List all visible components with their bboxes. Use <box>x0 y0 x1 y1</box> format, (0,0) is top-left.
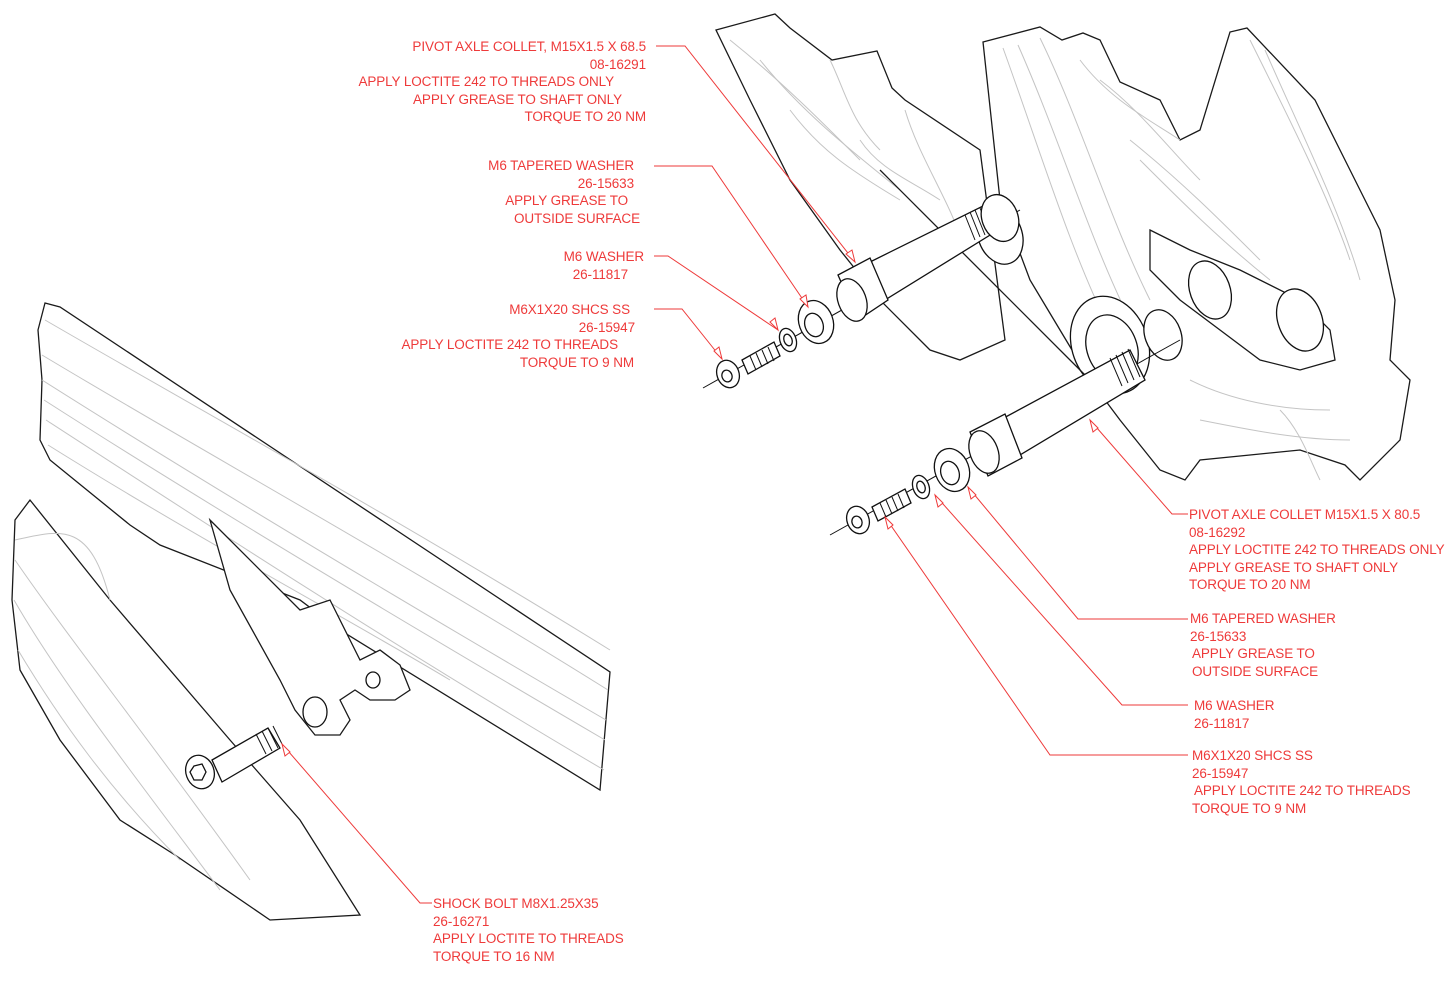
callout-line: SHOCK BOLT M8X1.25X35 <box>433 896 599 911</box>
shock-bolt <box>184 725 283 790</box>
lower-hardware-stack <box>829 339 1181 536</box>
callout-lower-washer: M6 WASHER 26-11817 <box>1194 697 1274 732</box>
callout-shock-bolt: SHOCK BOLT M8X1.25X35 26-16271 APPLY LOC… <box>433 895 624 965</box>
shock-mount-lug <box>208 517 411 736</box>
upper-screw-shank <box>741 341 781 375</box>
callout-line: APPLY LOCTITE TO THREADS <box>433 931 624 947</box>
callout-line: 26-15947 <box>1192 765 1249 781</box>
callout-line: 26-11817 <box>572 266 628 282</box>
callout-line: M6 WASHER <box>1194 698 1275 713</box>
callout-lower-screw: M6X1X20 SHCS SS 26-15947 APPLY LOCTITE 2… <box>1192 747 1411 817</box>
callout-line: APPLY GREASE TO SHAFT ONLY <box>413 91 622 107</box>
callout-upper-collet: PIVOT AXLE COLLET, M15X1.5 X 68.5 08-162… <box>358 38 646 126</box>
leader-upper-tapered-washer <box>654 165 809 308</box>
callout-line: M6 TAPERED WASHER <box>1190 611 1336 626</box>
callout-line: TORQUE TO 16 NM <box>433 948 555 964</box>
callout-line: TORQUE TO 20 NM <box>524 109 646 125</box>
rocker-link-bore <box>1187 260 1233 320</box>
lower-screw-shank <box>871 488 912 522</box>
callout-line: M6X1X20 SHCS SS <box>1192 748 1313 763</box>
upper-collet-head <box>980 193 1020 243</box>
leader-upper-screw <box>654 308 723 360</box>
callout-lower-collet: PIVOT AXLE COLLET M15X1.5 X 80.5 08-1629… <box>1189 506 1445 594</box>
callout-line: 08-16291 <box>589 56 646 72</box>
callout-lower-tapered-washer: M6 TAPERED WASHER 26-15633 APPLY GREASE … <box>1190 610 1336 680</box>
lower-collet-nut <box>968 430 1000 474</box>
callout-upper-washer: M6 WASHER 26-11817 <box>564 248 644 283</box>
leader-lower-screw <box>884 516 1188 756</box>
leader-upper-washer <box>654 255 779 331</box>
upper-collet-nut <box>836 278 868 322</box>
callout-line: 26-15633 <box>1190 628 1247 644</box>
callout-line: TORQUE TO 20 NM <box>1189 577 1311 593</box>
callout-line: M6X1X20 SHCS SS <box>509 302 630 317</box>
callout-line: TORQUE TO 9 NM <box>1192 800 1307 816</box>
shock-mount-bore-1 <box>302 696 328 728</box>
lower-pivot-bore <box>1143 309 1183 361</box>
leader-lower-tapered-washer <box>967 486 1188 620</box>
callout-line: TORQUE TO 9 NM <box>519 354 634 370</box>
leader-lower-washer <box>934 494 1188 706</box>
callout-line: 26-15947 <box>578 319 635 335</box>
callout-line: OUTSIDE SURFACE <box>1192 663 1319 679</box>
callout-line: APPLY LOCTITE 242 TO THREADS <box>1194 783 1411 799</box>
leader-lines <box>281 45 1188 904</box>
callout-line: APPLY GREASE TO <box>505 193 628 209</box>
callout-line: M6 WASHER <box>563 249 644 264</box>
shock-mount-bore-2 <box>365 671 381 689</box>
callout-line: PIVOT AXLE COLLET, M15X1.5 X 68.5 <box>412 39 646 54</box>
callout-line: 26-15633 <box>577 175 634 191</box>
callout-line: APPLY LOCTITE 242 TO THREADS ONLY <box>358 74 614 90</box>
callout-line: PIVOT AXLE COLLET M15X1.5 X 80.5 <box>1189 507 1421 522</box>
callout-line: 08-16292 <box>1189 524 1246 540</box>
callout-line: 26-16271 <box>433 913 490 929</box>
leader-lower-collet <box>1089 419 1188 515</box>
upper-hardware-stack <box>702 193 1021 389</box>
left-frame <box>11 302 611 921</box>
shock-bolt-shank <box>211 727 281 783</box>
leader-shock-bolt <box>281 743 432 904</box>
callout-line: APPLY LOCTITE 242 TO THREADS <box>401 337 618 353</box>
callout-line: M6 TAPERED WASHER <box>488 158 634 173</box>
callout-line: OUTSIDE SURFACE <box>513 210 640 226</box>
callout-line: APPLY GREASE TO <box>1192 646 1315 662</box>
callout-upper-screw: M6X1X20 SHCS SS 26-15947 APPLY LOCTITE 2… <box>401 301 635 371</box>
callout-line: APPLY LOCTITE 242 TO THREADS ONLY <box>1189 542 1445 558</box>
leader-upper-collet <box>656 45 856 263</box>
callout-line: APPLY GREASE TO SHAFT ONLY <box>1189 559 1398 575</box>
main-frame-right <box>715 13 1411 481</box>
callout-upper-tapered-washer: M6 TAPERED WASHER 26-15633 APPLY GREASE … <box>488 157 640 227</box>
callout-line: 26-11817 <box>1194 715 1250 731</box>
